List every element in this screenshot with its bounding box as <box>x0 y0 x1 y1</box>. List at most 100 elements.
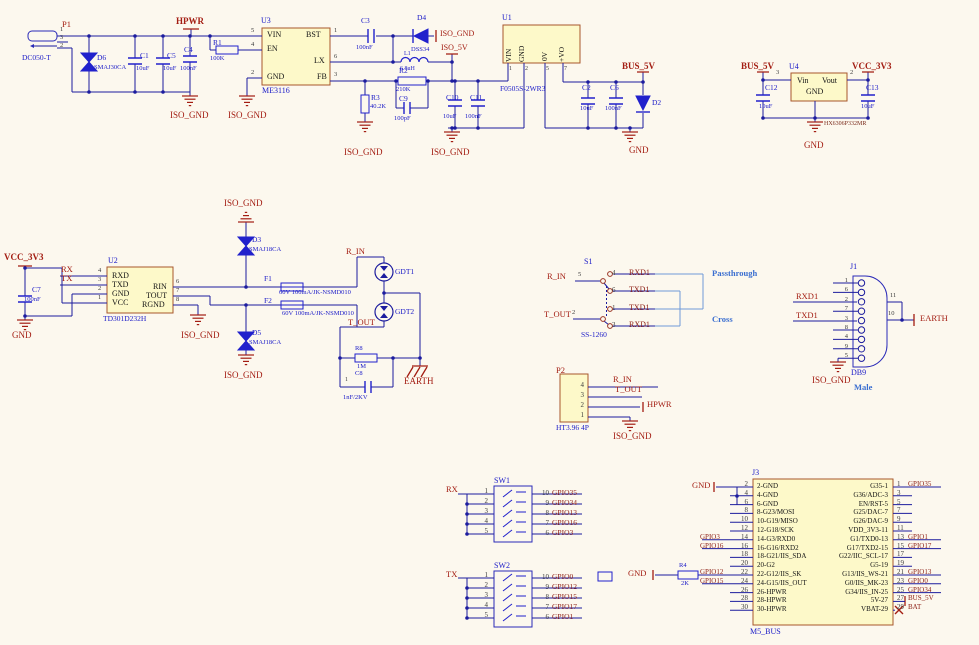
pin-number: 29 <box>897 603 904 612</box>
pin-name: G26/DAC-9 <box>853 517 888 526</box>
part-dc050t: DC050-T <box>22 53 51 62</box>
pin-name: G22/IIC_SCL-17 <box>839 552 888 561</box>
pin-number: 7 <box>844 305 848 313</box>
pin-number: 3 <box>60 34 64 41</box>
pin-name: 2-GND <box>757 482 778 490</box>
pin-number: 3 <box>776 69 780 76</box>
refdes-gdt1: GDT1 <box>395 267 415 276</box>
net-label <box>908 498 934 507</box>
net-label-rx: RX <box>446 484 458 494</box>
value-l1: 6.8uH <box>400 66 415 72</box>
pin-number: 5 <box>546 66 549 72</box>
refdes-c6: C6 <box>610 83 619 92</box>
pin-name-gnd: GND <box>112 289 130 298</box>
refdes-r4: R4 <box>679 562 687 569</box>
pin-name-0v: 0V <box>540 51 549 61</box>
pin-number: 22 <box>741 567 748 576</box>
pin-number: 3 <box>334 71 338 78</box>
dc-jack-p1 <box>27 30 58 42</box>
net-label: GPIO35 <box>908 480 932 488</box>
net-label: GPIO3 <box>700 532 720 541</box>
pin-number: 4 <box>251 41 255 48</box>
net-label <box>908 550 934 559</box>
net-label: GPIO13 <box>908 567 932 576</box>
pin-name: G1/TXD0-13 <box>850 534 888 543</box>
pin-number: 17 <box>897 550 904 559</box>
net-label <box>908 515 934 524</box>
net-label: GPIO16 <box>700 541 724 550</box>
pin-name-txd: TXD <box>112 280 129 289</box>
label-male: Male <box>854 382 873 392</box>
net-label-gnd: GND <box>804 140 824 150</box>
pin-number: 6 <box>744 497 749 506</box>
pin-number: 3 <box>580 391 585 399</box>
net-label-earth: EARTH <box>920 313 948 323</box>
db9-body <box>852 275 888 368</box>
pin-number: 15 <box>897 541 904 550</box>
value-d5: SMAJ18CA <box>249 339 282 346</box>
pin-number: 7 <box>564 66 567 72</box>
pin-number: 1 <box>334 27 338 34</box>
pin-number: 3 <box>98 276 102 283</box>
pin-number: 7 <box>897 506 901 515</box>
pin-name: 30-HPWR <box>757 605 787 614</box>
pin-name-vout: Vout <box>822 76 837 85</box>
pin-number: 5 <box>897 497 901 506</box>
pin-name: G0/IIS_MK-23 <box>844 578 888 587</box>
pin-number: 28 <box>741 594 748 603</box>
net-label-iso-5v: ISO_5V <box>441 43 468 52</box>
value-c6: 100nF <box>605 105 622 112</box>
net-label-bus-5v: BUS_5V <box>622 61 656 71</box>
net-label-iso-gnd: ISO_GND <box>181 330 220 340</box>
value-c1: 10uF <box>136 65 150 72</box>
pin-number: 18 <box>741 550 748 559</box>
refdes-j3: J3 <box>752 468 760 477</box>
refdes-r2: R2 <box>399 66 408 75</box>
refdes-c11: C11 <box>470 93 483 102</box>
tvs-d3 <box>236 236 256 247</box>
value-c10: 10uF <box>443 113 457 120</box>
pin-name-lx: LX <box>314 56 325 65</box>
pin-number: 1 <box>509 66 512 72</box>
pin-number: 10 <box>741 515 748 524</box>
pin-name-bst: BST <box>306 30 321 39</box>
pin-name: 20-G2 <box>757 561 775 570</box>
refdes-c3: C3 <box>361 16 370 25</box>
refdes-d2: D2 <box>652 98 662 107</box>
gdt2-symbol <box>374 302 394 322</box>
net-label-iso-gnd: ISO_GND <box>344 147 383 157</box>
pin-number: 2 <box>60 42 64 49</box>
pin-number: 5 <box>578 271 582 278</box>
net-label-t-out: T_OUT <box>544 309 571 319</box>
net-label: GPIO17 <box>908 541 932 550</box>
refdes-f2: F2 <box>264 296 272 305</box>
refdes-c8: C8 <box>355 370 363 377</box>
pin-number: 8 <box>844 323 848 331</box>
pin-number: 3 <box>844 314 848 322</box>
pin-number: 26 <box>741 585 748 594</box>
pin-number: 7 <box>176 287 180 294</box>
pin-number: 2 <box>572 309 576 316</box>
value-d4: DSS34 <box>411 46 430 53</box>
diode-d2 <box>635 95 651 112</box>
value-r3: 40.2K <box>370 103 387 110</box>
net-label-iso-gnd: ISO_GND <box>613 431 652 441</box>
net-label-gnd: GND <box>692 480 711 490</box>
pin-number: 25 <box>897 585 904 594</box>
pin-name: VBAT-29 <box>861 605 888 614</box>
pin-name: G5-19 <box>870 561 888 570</box>
refdes-d4: D4 <box>417 13 427 22</box>
inductor-l1 <box>400 56 429 63</box>
refdes-c13: C13 <box>866 83 879 92</box>
pin-name: 6-GND <box>757 499 778 508</box>
